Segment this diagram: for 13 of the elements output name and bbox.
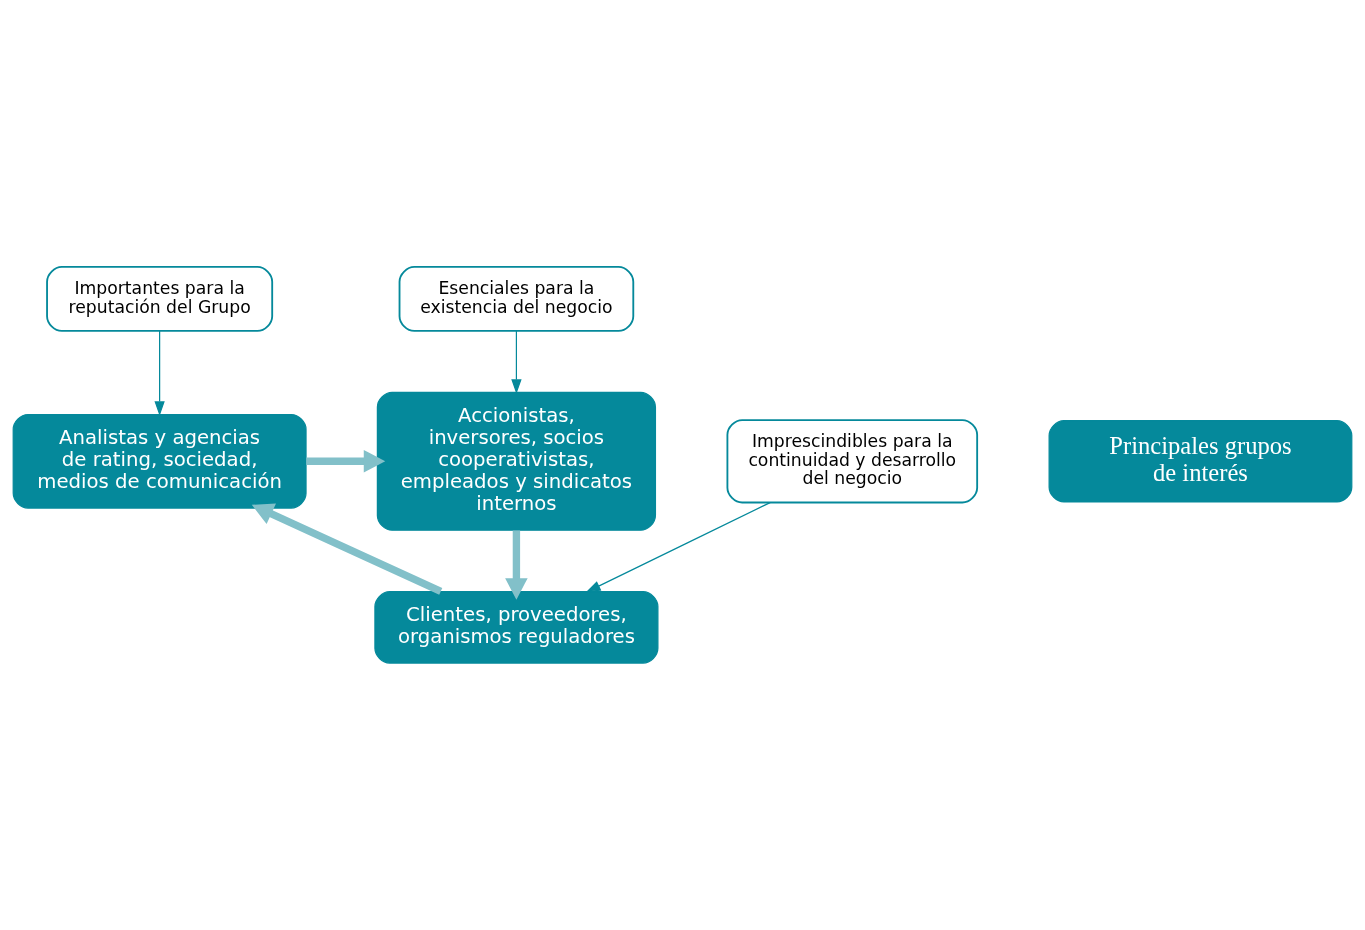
node-box: Esenciales para la existencia del negocio — [398, 266, 635, 332]
node-box: Analistas y agencias de rating, sociedad, medios de comunicación — [12, 413, 307, 509]
node-box: Importantes para la reputación del Grupo — [46, 266, 274, 332]
arrow — [306, 450, 386, 473]
arrow — [251, 503, 443, 595]
node-box: Clientes, proveedores, organismos reguladores — [374, 591, 659, 664]
arrow — [154, 330, 165, 417]
arrow — [505, 530, 528, 600]
node-box: Accionistas, inversores, socios cooperativistas, empleados y sindicatos internos — [376, 391, 657, 531]
arrow — [511, 330, 522, 395]
arrow — [585, 501, 771, 593]
node-box: Imprescindibles para la continuidad y desarrollo del negocio — [726, 419, 979, 504]
node-box: Principales grupos de interés — [1048, 420, 1353, 503]
